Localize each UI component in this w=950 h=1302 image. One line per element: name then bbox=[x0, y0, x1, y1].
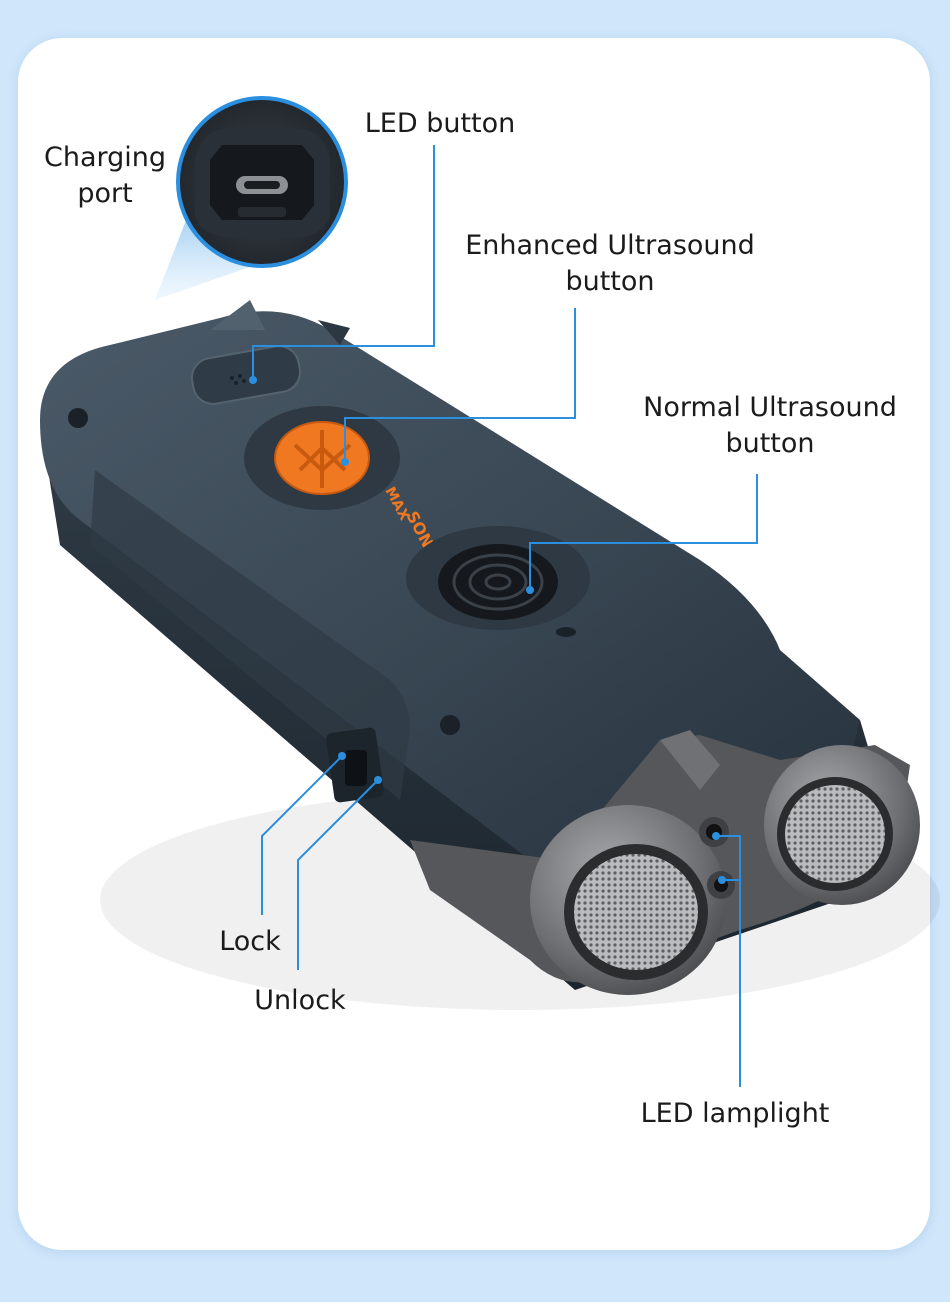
left-speaker bbox=[530, 805, 726, 995]
leader-lines bbox=[252, 145, 758, 1087]
label-lock: Lock bbox=[219, 926, 281, 957]
label-led-lamplight: LED lamplight bbox=[640, 1098, 830, 1129]
speaker-grille-icon bbox=[230, 374, 246, 385]
side-panel bbox=[90, 470, 410, 800]
charging-port-zoom bbox=[176, 96, 348, 268]
normal-ultrasound-button[interactable] bbox=[438, 544, 558, 620]
label-led-button: LED button bbox=[364, 108, 516, 139]
led-button[interactable] bbox=[189, 343, 303, 407]
label-enhanced-ultrasound-button: Enhanced Ultrasound button bbox=[465, 230, 755, 297]
label-charging-port: Charging port bbox=[43, 142, 167, 209]
label-normal-ultrasound-button: Normal Ultrasound button bbox=[643, 392, 897, 459]
right-speaker bbox=[764, 745, 920, 905]
label-unlock: Unlock bbox=[254, 985, 346, 1016]
enhanced-ultrasound-button[interactable] bbox=[274, 421, 370, 495]
zoom-cone bbox=[155, 210, 270, 300]
lock-switch[interactable] bbox=[325, 727, 384, 803]
